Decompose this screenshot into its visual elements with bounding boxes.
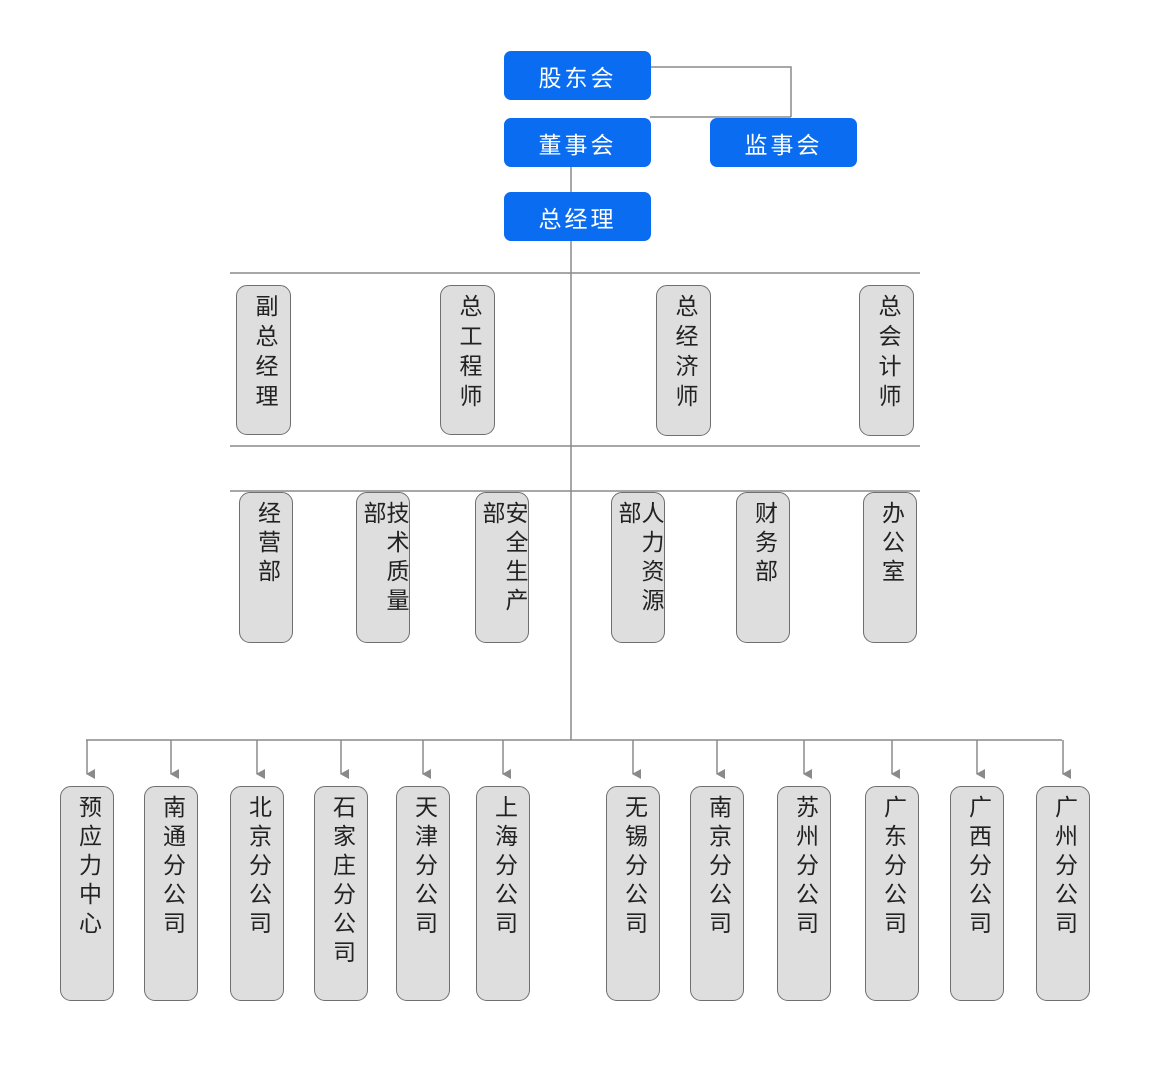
supervisors-box: 监事会	[710, 118, 857, 167]
general-manager-label: 总经理	[538, 206, 617, 233]
department-box: 安全生产部	[475, 492, 529, 643]
department-box: 经营部	[239, 492, 293, 643]
branch-box: 天津分公司	[396, 786, 450, 1001]
branch-label: 广州分公司	[1050, 795, 1077, 940]
branch-label: 天津分公司	[410, 795, 437, 940]
branch-box: 广东分公司	[865, 786, 919, 1001]
branch-label: 广东分公司	[879, 795, 906, 940]
executive-label: 总会计师	[874, 294, 900, 414]
department-box: 人力资源部	[611, 492, 665, 643]
department-label: 人力资源部	[614, 501, 663, 617]
branch-box: 南通分公司	[144, 786, 198, 1001]
executive-box: 总工程师	[440, 285, 495, 435]
department-box: 财务部	[736, 492, 790, 643]
general-manager-box: 总经理	[504, 192, 651, 241]
branch-label: 南京分公司	[704, 795, 731, 940]
department-label: 财务部	[750, 501, 777, 588]
department-label: 办公室	[877, 501, 904, 588]
department-label: 技术质量部	[359, 501, 408, 617]
branch-label: 石家庄分公司	[328, 795, 355, 969]
executive-label: 副总经理	[251, 294, 277, 414]
supervisors-label: 监事会	[744, 132, 823, 159]
executive-label: 总工程师	[455, 294, 481, 414]
branch-label: 广西分公司	[964, 795, 991, 940]
shareholders-supervisors-connector	[650, 66, 792, 117]
branch-box: 南京分公司	[690, 786, 744, 1001]
executive-box: 副总经理	[236, 285, 291, 435]
executive-label: 总经济师	[671, 294, 697, 414]
department-label: 安全生产部	[478, 501, 527, 617]
branch-label: 苏州分公司	[791, 795, 818, 940]
branch-box: 上海分公司	[476, 786, 530, 1001]
branch-label: 上海分公司	[490, 795, 517, 940]
board-box: 董事会	[504, 118, 651, 167]
shareholders-box: 股东会	[504, 51, 651, 100]
branch-box: 石家庄分公司	[314, 786, 368, 1001]
branch-label: 南通分公司	[158, 795, 185, 940]
branch-box: 预应力中心	[60, 786, 114, 1001]
branch-label: 无锡分公司	[620, 795, 647, 940]
board-label: 董事会	[538, 132, 617, 159]
shareholders-label: 股东会	[538, 65, 617, 92]
department-box: 技术质量部	[356, 492, 410, 643]
department-box: 办公室	[863, 492, 917, 643]
branch-label: 预应力中心	[74, 795, 101, 940]
branch-box: 北京分公司	[230, 786, 284, 1001]
executive-box: 总会计师	[859, 285, 914, 436]
branch-box: 苏州分公司	[777, 786, 831, 1001]
branch-box: 无锡分公司	[606, 786, 660, 1001]
branch-label: 北京分公司	[244, 795, 271, 940]
branch-box: 广西分公司	[950, 786, 1004, 1001]
executive-box: 总经济师	[656, 285, 711, 436]
branch-box: 广州分公司	[1036, 786, 1090, 1001]
department-label: 经营部	[253, 501, 280, 588]
